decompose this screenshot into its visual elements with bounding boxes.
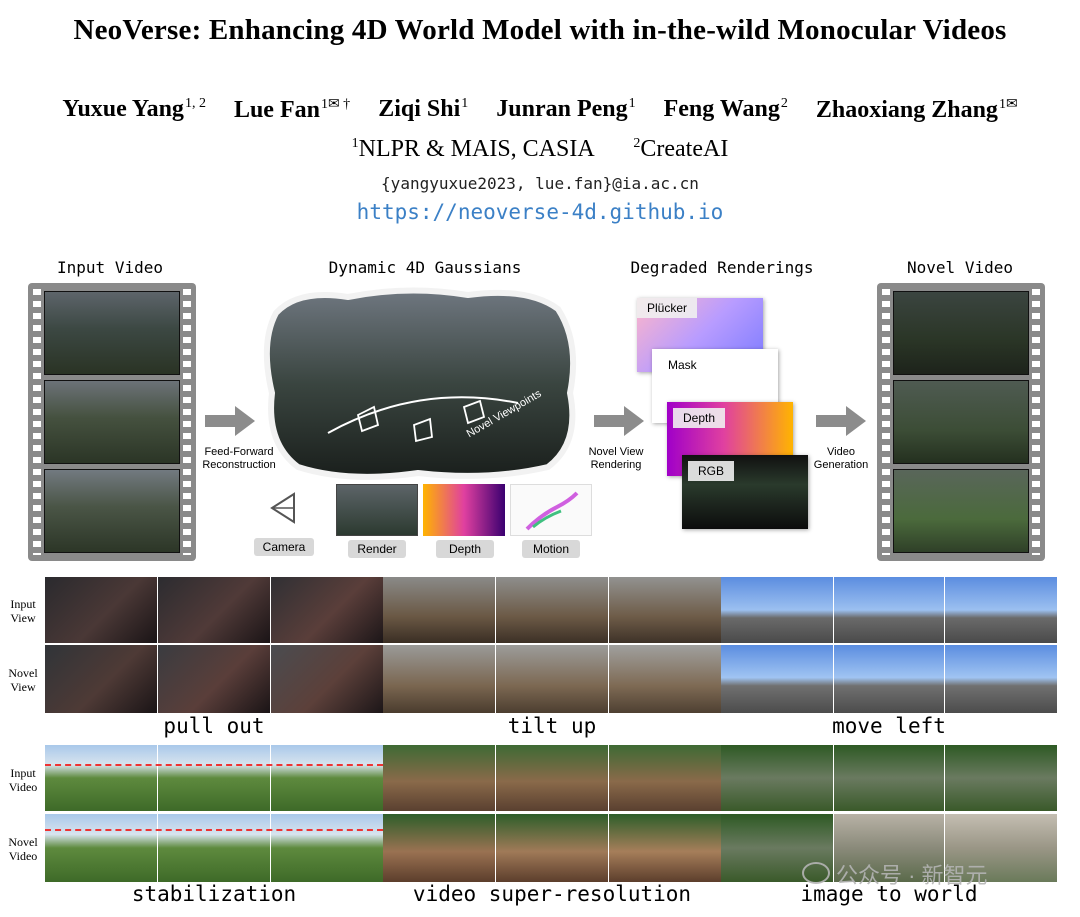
input-view-tile bbox=[158, 577, 270, 643]
input-video-tile bbox=[721, 745, 833, 811]
input-view-tile bbox=[383, 577, 495, 643]
gaussian-scene bbox=[263, 287, 577, 480]
novel-view-tile bbox=[834, 645, 944, 713]
novel-view-tile bbox=[158, 645, 270, 713]
arrow-icon bbox=[205, 406, 255, 436]
novel-video-tile bbox=[945, 814, 1057, 882]
input-video-label: Input Video bbox=[57, 258, 163, 277]
novel-video-tile bbox=[45, 814, 157, 882]
video-frame bbox=[893, 291, 1029, 375]
video-frame bbox=[893, 469, 1029, 553]
depth-thumbnail bbox=[423, 484, 505, 536]
novel-view-tile bbox=[45, 645, 157, 713]
input-view-tile bbox=[271, 577, 383, 643]
degraded-label: Degraded Renderings bbox=[630, 258, 814, 277]
novel-view-tile bbox=[271, 645, 383, 713]
caption-stabilization: stabilization bbox=[131, 882, 297, 906]
render-thumbnail bbox=[336, 484, 418, 536]
input-view-tile bbox=[45, 577, 157, 643]
input-view-tile bbox=[834, 577, 944, 643]
input-film-strip bbox=[28, 283, 196, 561]
input-video-tile bbox=[496, 745, 608, 811]
author: Zhaoxiang Zhang1✉ bbox=[815, 97, 1018, 123]
camera-tag: Camera bbox=[254, 538, 314, 556]
project-link[interactable]: https://neoverse-4d.github.io bbox=[356, 200, 724, 224]
gaussians-label: Dynamic 4D Gaussians bbox=[328, 258, 522, 277]
caption-move-left: move left bbox=[832, 714, 946, 738]
arrow-icon bbox=[594, 406, 644, 436]
input-video-tile bbox=[158, 745, 270, 811]
novel-video-tile bbox=[834, 814, 944, 882]
motion-tag: Motion bbox=[522, 540, 580, 558]
author: Yuxue Yang1, 2 bbox=[62, 96, 206, 122]
arrow-icon bbox=[816, 406, 866, 436]
caption-image-to-world: image to world bbox=[800, 882, 978, 906]
video-frame bbox=[893, 380, 1029, 464]
contact-email: {yangyuxue2023, lue.fan}@ia.ac.cn bbox=[381, 174, 699, 193]
input-video-tile bbox=[945, 745, 1057, 811]
video-frame bbox=[44, 291, 180, 375]
author: Ziqi Shi1 bbox=[378, 96, 469, 122]
caption-tilt-up: tilt up bbox=[507, 714, 597, 738]
input-video-tile bbox=[45, 745, 157, 811]
input-video-tile bbox=[834, 745, 944, 811]
rgb-card: RGB bbox=[682, 455, 808, 529]
novel-video-tile bbox=[609, 814, 721, 882]
depth-tag: Depth bbox=[436, 540, 494, 558]
watermark-text: 公众号 · 新智元 bbox=[836, 863, 988, 888]
paper-title: NeoVerse: Enhancing 4D World Model with … bbox=[73, 14, 1007, 46]
video-frame bbox=[44, 380, 180, 464]
author: Junran Peng1 bbox=[496, 96, 636, 122]
input-view-tile bbox=[609, 577, 721, 643]
horizon-guide bbox=[45, 829, 383, 831]
novel-video-tile bbox=[383, 814, 495, 882]
input-video-tile bbox=[609, 745, 721, 811]
novel-view-tile bbox=[496, 645, 608, 713]
novel-film-strip bbox=[877, 283, 1045, 561]
watermark-icon bbox=[802, 862, 830, 884]
input-view-tile bbox=[945, 577, 1057, 643]
camera-icon bbox=[270, 492, 295, 524]
video-frame bbox=[44, 469, 180, 553]
horizon-guide bbox=[45, 764, 383, 766]
motion-thumbnail bbox=[510, 484, 592, 536]
input-view-tile bbox=[721, 577, 833, 643]
novel-view-tile bbox=[609, 645, 721, 713]
novel-video-tile bbox=[496, 814, 608, 882]
input-video-tile bbox=[271, 745, 383, 811]
author-list: Yuxue Yang1, 2 Lue Fan1✉ † Ziqi Shi1 Jun… bbox=[0, 96, 1080, 124]
novel-video-tile bbox=[271, 814, 383, 882]
caption-pull-out: pull out bbox=[163, 714, 265, 738]
input-view-tile bbox=[496, 577, 608, 643]
input-video-tile bbox=[383, 745, 495, 811]
novel-view-tile bbox=[383, 645, 495, 713]
novel-view-tile bbox=[721, 645, 833, 713]
novel-view-tile bbox=[945, 645, 1057, 713]
novel-video-label: Novel Video bbox=[907, 258, 1013, 277]
novel-video-tile bbox=[158, 814, 270, 882]
affiliations: 1NLPR & MAIS, CASIA 2CreateAI bbox=[351, 136, 729, 162]
render-tag: Render bbox=[348, 540, 406, 558]
caption-super-resolution: video super-resolution bbox=[412, 882, 692, 906]
author: Lue Fan1✉ † bbox=[233, 97, 351, 123]
author: Feng Wang2 bbox=[663, 96, 788, 122]
